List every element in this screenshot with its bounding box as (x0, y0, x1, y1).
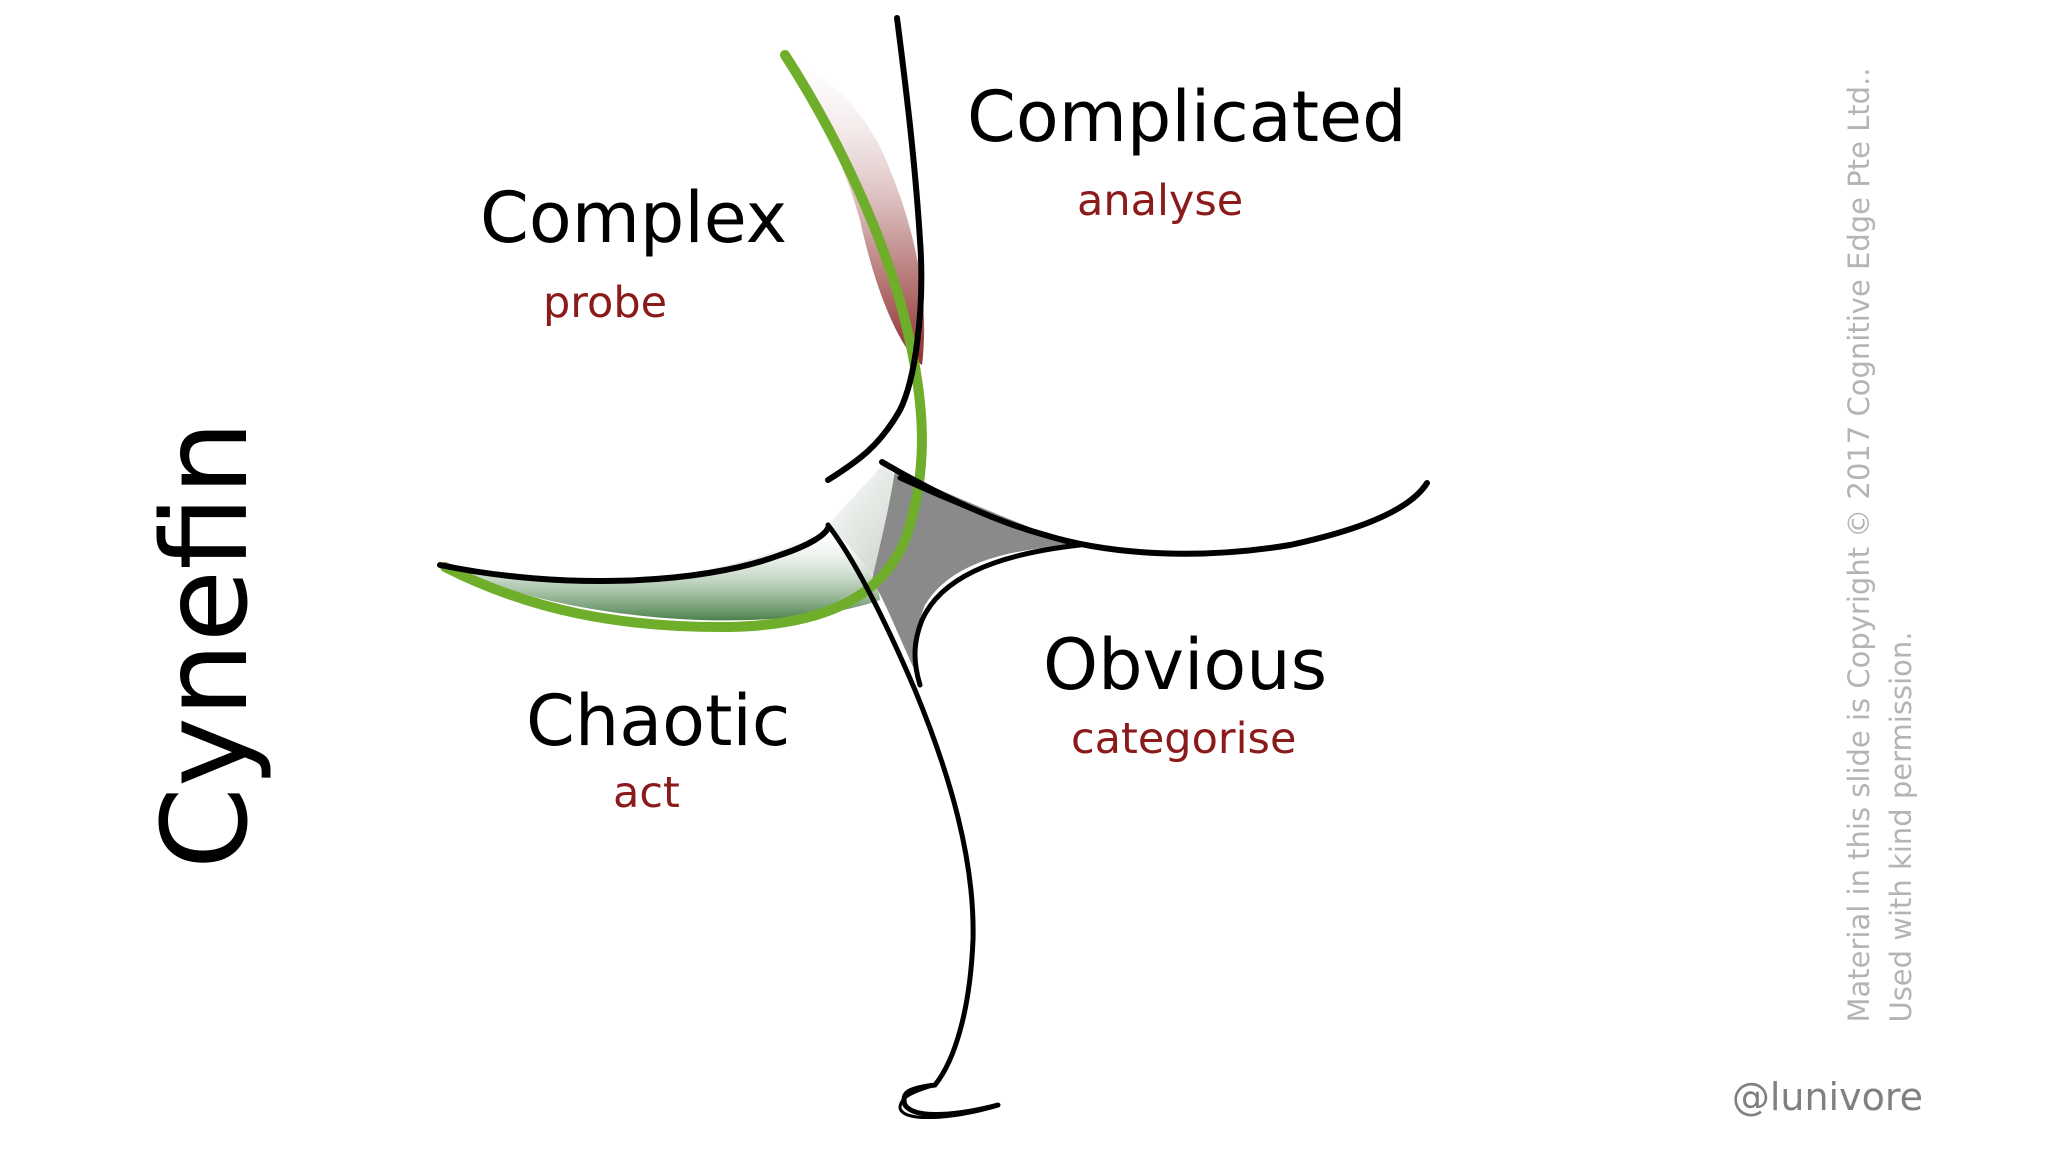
copyright-notice: Material in this slide is Copyright © 20… (1838, 67, 1922, 1022)
boundary-bottom (825, 522, 1001, 1117)
chaos-shading (445, 525, 880, 621)
slide-title: Cynefin (136, 420, 274, 870)
disorder-lower-edge (912, 542, 1083, 688)
disorder-patch (872, 470, 1075, 675)
copyright-line-1: Material in this slide is Copyright © 20… (1841, 67, 1876, 1023)
domain-complex-label: Complex (480, 177, 788, 259)
boundary-top (825, 15, 925, 483)
domain-complex-verb: probe (543, 278, 668, 328)
domain-obvious-verb: categorise (1071, 714, 1297, 764)
chaos-cliff-edge (440, 50, 927, 633)
cliff-shading (785, 55, 925, 365)
author-handle: @lunivore (1731, 1075, 1923, 1119)
domain-chaotic-verb: act (613, 768, 680, 818)
domain-obvious-label: Obvious (1043, 624, 1328, 706)
domain-complicated-verb: analyse (1077, 176, 1244, 226)
domain-chaotic-label: Chaotic (526, 680, 791, 762)
boundary-foot (898, 1083, 1000, 1120)
copyright-line-2: Used with kind permission. (1884, 631, 1918, 1023)
boundary-left (437, 525, 831, 584)
domain-complicated-label: Complicated (967, 76, 1407, 158)
disorder-upper-edge (897, 475, 1083, 548)
